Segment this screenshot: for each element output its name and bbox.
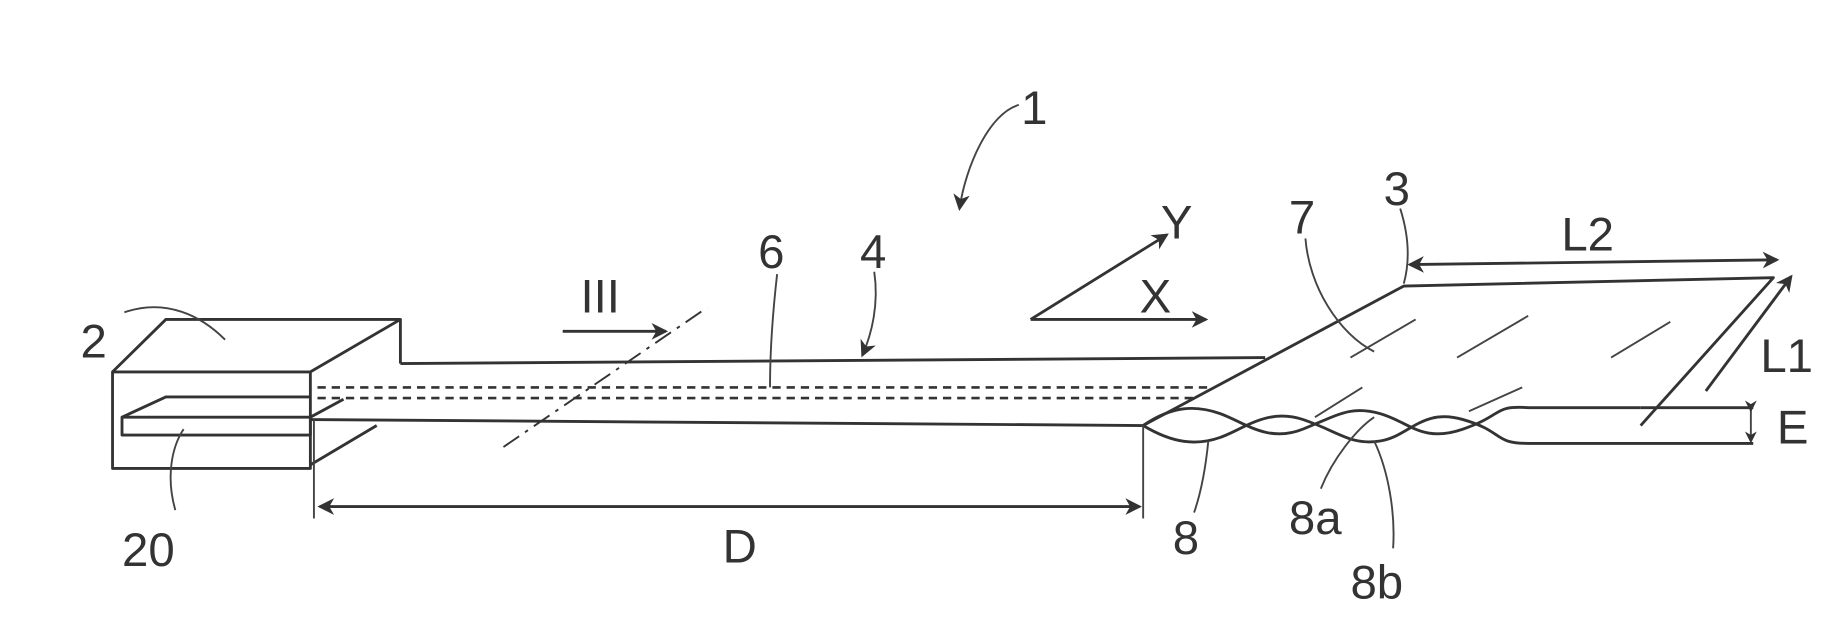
leader-lines [124,103,1409,549]
label-8: 8 [1173,512,1199,565]
slot-20 [120,395,345,437]
axes-icon [1029,233,1209,328]
section-line [502,306,708,448]
label-L1: L1 [1760,330,1813,383]
label-L2: L2 [1561,208,1614,261]
plate-3 [1142,276,1775,445]
label-X: X [1140,270,1172,323]
label-8b: 8b [1350,556,1403,609]
label-Y: Y [1161,196,1193,249]
label-6: 6 [758,226,784,279]
label-8a: 8a [1289,492,1342,545]
label-20: 20 [122,524,175,577]
label-7: 7 [1289,191,1315,244]
label-III: III [580,270,619,323]
block-2 [111,318,402,470]
label-1: 1 [1021,82,1047,135]
label-2: 2 [81,315,107,368]
label-4: 4 [860,226,886,279]
label-E: E [1777,401,1809,454]
strip-4 [310,356,1266,427]
label-3: 3 [1384,163,1410,216]
label-D: D [723,520,757,573]
dimension-lines [312,251,1793,519]
